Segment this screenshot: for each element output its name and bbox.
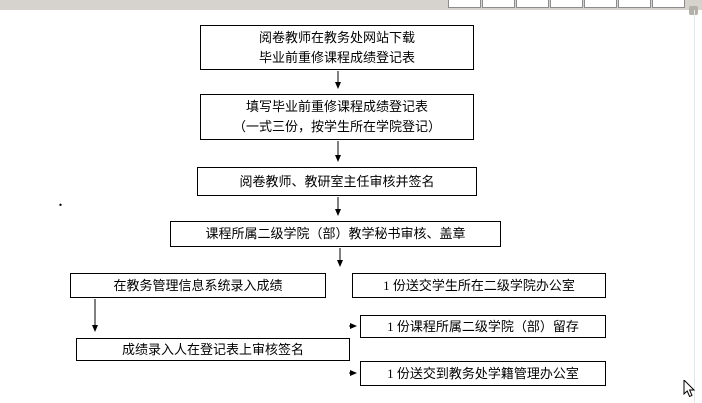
page-edge-divider	[694, 10, 695, 403]
toolbar-strip	[0, 0, 702, 10]
toolbar-button-fragment[interactable]	[584, 0, 617, 8]
mouse-cursor-icon	[683, 380, 696, 398]
flow-copy-student-college-text: 1 份送交学生所在二级学院办公室	[383, 277, 575, 293]
scrollbar-thumb[interactable]	[689, 6, 698, 15]
flow-copy-student-college: 1 份送交学生所在二级学院办公室	[352, 273, 606, 298]
flow-step-fill-line1: 填写毕业前重修课程成绩登记表	[245, 99, 428, 114]
flow-step-download-line2: 毕业前重修课程成绩登记表	[258, 49, 415, 65]
flow-step-sign-register-text: 成绩录入人在登记表上审核签名	[121, 341, 304, 357]
flow-step-download: 阅卷教师在教务处网站下载 毕业前重修课程成绩登记表	[200, 25, 474, 70]
flow-step-download-line1: 阅卷教师在教务处网站下载	[258, 29, 415, 45]
flow-copy-course-college: 1 份课程所属二级学院（部）留存	[360, 315, 606, 338]
toolbar-button-fragment[interactable]	[482, 0, 515, 8]
flow-step-fill-line2: （一式三份，按学生所在学院登记）	[232, 119, 441, 134]
toolbar-button-fragment[interactable]	[652, 0, 685, 8]
toolbar-button-fragment[interactable]	[618, 0, 651, 8]
toolbar-button-fragment[interactable]	[516, 0, 549, 8]
stray-period-text: .	[58, 189, 63, 211]
flow-step-secretary-review-text: 课程所属二级学院（部）教学秘书审核、盖章	[205, 226, 466, 241]
flow-step-teacher-review: 阅卷教师、教研室主任审核并签名	[197, 167, 477, 196]
flow-step-secretary-review: 课程所属二级学院（部）教学秘书审核、盖章	[170, 221, 501, 247]
toolbar-button-fragment[interactable]	[550, 0, 583, 8]
flow-step-enter-grades-text: 在教务管理信息系统录入成绩	[113, 277, 283, 293]
flow-step-enter-grades: 在教务管理信息系统录入成绩	[70, 273, 326, 298]
flow-step-fill-form: 填写毕业前重修课程成绩登记表 （一式三份，按学生所在学院登记）	[200, 94, 474, 140]
toolbar-button-fragment[interactable]	[448, 0, 481, 8]
flow-copy-course-college-text: 1 份课程所属二级学院（部）留存	[387, 318, 579, 334]
flow-step-teacher-review-text: 阅卷教师、教研室主任审核并签名	[239, 173, 435, 189]
flow-step-sign-register: 成绩录入人在登记表上审核签名	[76, 338, 350, 361]
flow-copy-registry-office: 1 份送交到教务处学籍管理办公室	[360, 361, 606, 386]
flow-copy-registry-office-text: 1 份送交到教务处学籍管理办公室	[387, 365, 579, 381]
